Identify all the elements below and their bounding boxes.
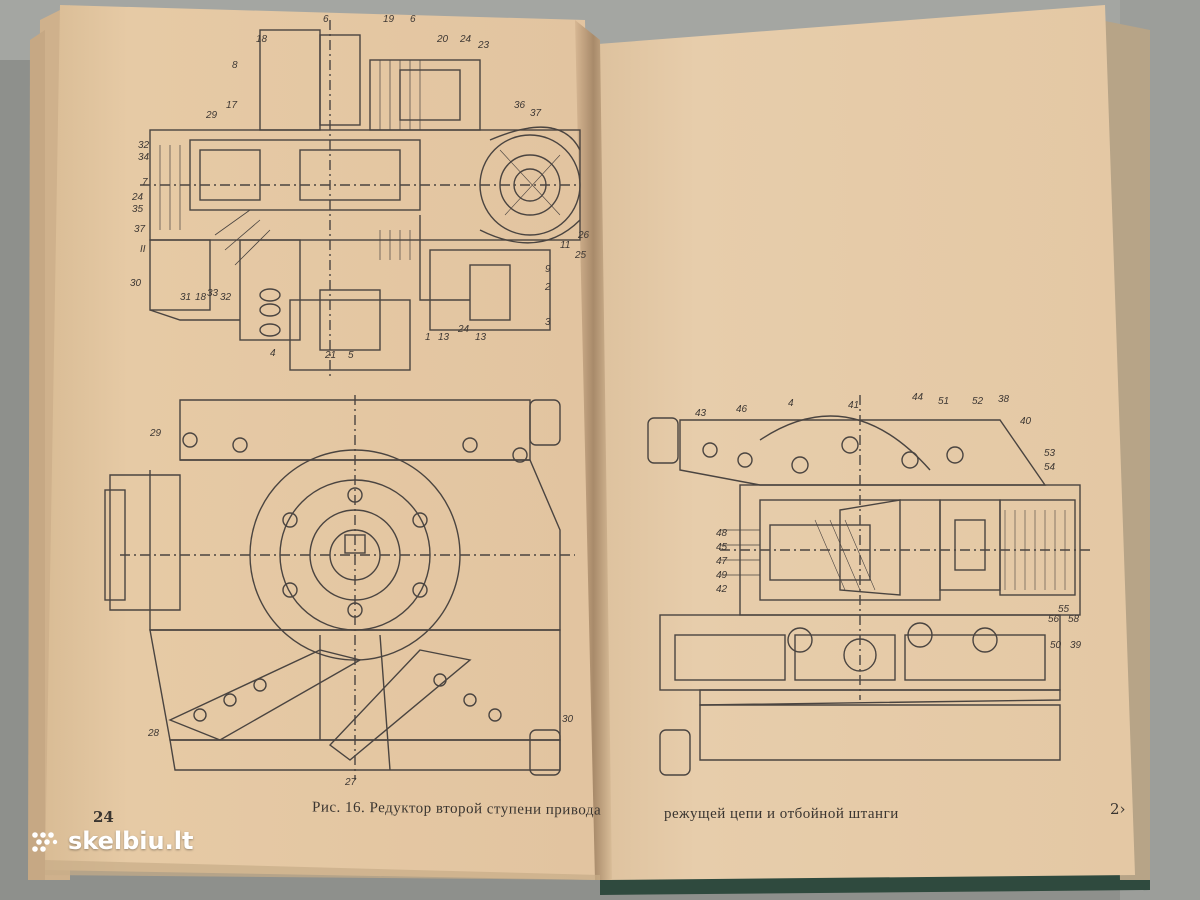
svg-text:13: 13	[438, 332, 450, 343]
left-page-number: 24	[93, 808, 114, 826]
svg-text:24: 24	[459, 34, 472, 45]
svg-text:17: 17	[226, 100, 238, 111]
watermark-text: skelbiu.lt	[68, 827, 194, 855]
svg-text:44: 44	[912, 392, 924, 403]
svg-text:35: 35	[132, 204, 144, 215]
figure-caption-left: Рис. 16. Редуктор второй ступени привода	[311, 799, 602, 819]
svg-text:8: 8	[232, 60, 238, 71]
svg-text:4: 4	[788, 398, 794, 409]
svg-text:25: 25	[574, 250, 587, 261]
svg-text:40: 40	[1020, 416, 1032, 427]
svg-text:11: 11	[560, 240, 570, 251]
gearbox-front-view-drawing	[104, 395, 575, 780]
svg-text:41: 41	[848, 400, 859, 411]
svg-text:43: 43	[695, 408, 707, 419]
svg-text:45: 45	[716, 542, 728, 553]
svg-text:18: 18	[256, 34, 268, 45]
gearbox-section-drawing	[140, 20, 581, 380]
svg-text:58: 58	[1068, 614, 1080, 625]
svg-text:39: 39	[1070, 640, 1082, 651]
svg-text:9: 9	[545, 264, 551, 275]
svg-text:52: 52	[972, 396, 984, 407]
svg-text:3: 3	[545, 317, 551, 328]
svg-text:34: 34	[138, 152, 150, 163]
svg-text:26: 26	[577, 230, 590, 241]
svg-text:II: II	[140, 244, 146, 255]
svg-text:33: 33	[207, 288, 219, 299]
svg-text:29: 29	[205, 110, 218, 121]
figure-caption-right: режущей цепи и отбойной штанги	[664, 806, 899, 822]
dots-logo-icon	[32, 832, 58, 852]
watermark: skelbiu.lt	[30, 826, 193, 856]
svg-text:47: 47	[716, 556, 728, 567]
svg-text:30: 30	[562, 714, 574, 725]
svg-text:49: 49	[716, 570, 728, 581]
svg-text:7: 7	[142, 177, 148, 188]
cutter-drive-drawing	[647, 395, 1090, 776]
right-page-number: 2›	[1110, 800, 1126, 818]
svg-text:31: 31	[180, 292, 191, 303]
svg-text:51: 51	[938, 396, 949, 407]
svg-text:48: 48	[716, 528, 728, 539]
svg-text:21: 21	[324, 350, 336, 361]
svg-text:46: 46	[736, 404, 748, 415]
svg-text:36: 36	[514, 100, 526, 111]
svg-text:37: 37	[134, 224, 146, 235]
svg-text:50: 50	[1050, 640, 1062, 651]
svg-text:56: 56	[1048, 614, 1060, 625]
svg-text:32: 32	[138, 140, 150, 151]
svg-text:42: 42	[716, 584, 728, 595]
svg-text:6: 6	[410, 14, 416, 25]
svg-text:2: 2	[544, 282, 551, 293]
svg-text:1: 1	[425, 332, 431, 343]
svg-text:30: 30	[130, 278, 142, 289]
svg-text:32: 32	[220, 292, 232, 303]
svg-text:54: 54	[1044, 462, 1056, 473]
svg-text:53: 53	[1044, 448, 1056, 459]
svg-text:20: 20	[436, 34, 449, 45]
svg-text:19: 19	[383, 14, 395, 25]
svg-text:38: 38	[998, 394, 1010, 405]
svg-text:6: 6	[323, 14, 329, 25]
svg-text:27: 27	[344, 777, 357, 788]
svg-text:13: 13	[475, 332, 487, 343]
svg-text:23: 23	[477, 40, 490, 51]
svg-text:29: 29	[149, 428, 162, 439]
svg-text:28: 28	[147, 728, 160, 739]
svg-text:4: 4	[270, 348, 276, 359]
svg-text:55: 55	[1058, 604, 1070, 615]
svg-text:5: 5	[348, 350, 354, 361]
svg-text:37: 37	[530, 108, 542, 119]
svg-text:24: 24	[131, 192, 144, 203]
left-page	[45, 5, 600, 880]
svg-text:18: 18	[195, 292, 207, 303]
svg-text:24: 24	[457, 324, 470, 335]
spine	[575, 20, 612, 880]
